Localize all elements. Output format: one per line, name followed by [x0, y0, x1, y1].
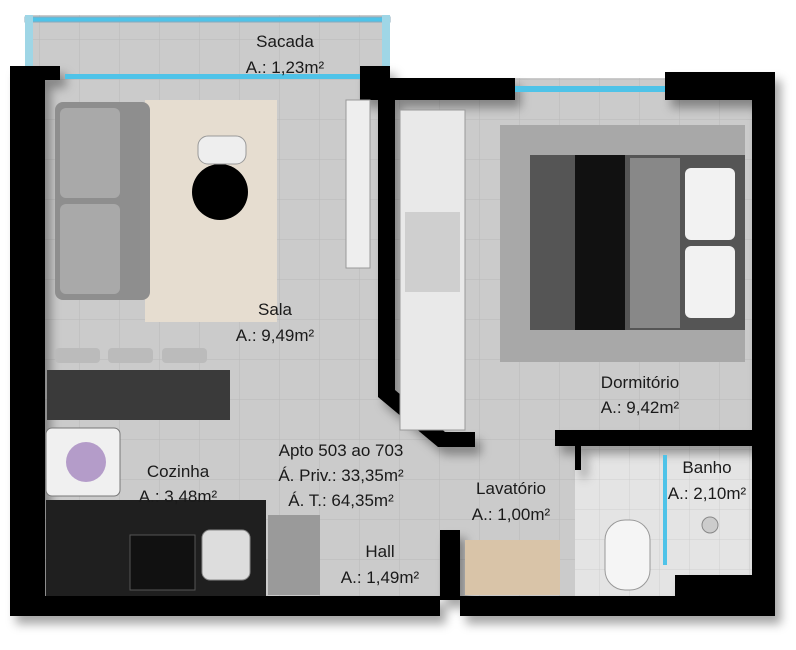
vanity	[465, 540, 560, 595]
window	[515, 86, 665, 92]
tv-rack	[345, 99, 371, 269]
walls	[10, 66, 775, 616]
sacada-name: Sacada	[256, 32, 314, 51]
coffee-table	[192, 164, 248, 220]
toilet	[604, 519, 651, 591]
balcony	[24, 15, 391, 83]
dormitorio-area: A.: 9,42m²	[600, 398, 680, 417]
sala-area: A.: 9,49m²	[235, 326, 315, 345]
lavatorio-area: A.: 1,00m²	[471, 505, 551, 524]
lavatorio-name: Lavatório	[476, 479, 546, 498]
total-area: Á. T.: 64,35m²	[288, 491, 394, 510]
dormitorio-name: Dormitório	[600, 373, 680, 392]
apartment-title: Apto 503 ao 703	[278, 441, 404, 460]
sacada-area: A.: 1,23m²	[245, 58, 325, 77]
hall-area: A.: 1,49m²	[340, 568, 420, 587]
cozinha-name: Cozinha	[146, 462, 210, 481]
hall-name: Hall	[365, 542, 395, 561]
stove	[129, 534, 196, 591]
private-area: Á. Priv.: 33,35m²	[278, 466, 404, 485]
sala-name: Sala	[257, 300, 293, 319]
fridge	[268, 515, 320, 595]
sink	[201, 529, 251, 581]
banho-name: Banho	[682, 458, 732, 477]
banho-area: A.: 2,10m²	[667, 484, 747, 503]
cozinha-area: A.: 3,48m²	[138, 487, 218, 506]
shower-glass	[663, 455, 667, 565]
bar-counter	[47, 370, 230, 420]
window	[65, 74, 360, 79]
shower-head	[701, 516, 719, 534]
